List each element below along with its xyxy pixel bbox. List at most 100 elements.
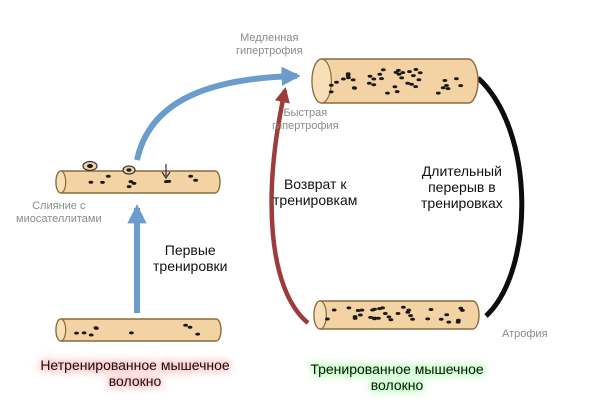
nucleus [386,315,392,319]
slow-hypertrophy-label: Медленная гипертрофия [236,32,303,57]
nucleus [334,80,339,84]
fiber-end [313,300,327,330]
nucleus [446,320,452,324]
nucleus [400,71,406,75]
nucleus [358,313,363,317]
nucleus [411,74,416,78]
nucleus [440,86,446,90]
fiber-body [55,318,222,342]
nucleus [345,72,351,76]
nucleus [81,331,87,335]
nucleus [346,306,352,310]
nucleus [94,326,99,330]
nucleus [401,305,406,309]
fiber-body [313,300,480,330]
nucleus [341,77,346,81]
nucleus [328,83,334,87]
trained-fiber-caption: Тренированное мышечное волокно [310,361,484,394]
nucleus [128,180,134,184]
nucleus [183,323,189,327]
nucleus [458,306,464,310]
nucleus [328,90,334,94]
nucleus [371,83,377,87]
nucleus [435,91,441,95]
nucleus [408,314,413,318]
nucleus [399,76,405,80]
nucleus [377,72,383,76]
nucleus [445,87,451,91]
nucleus [396,72,402,76]
nucleus [444,84,449,87]
nucleus [88,333,94,337]
nucleus [325,317,330,321]
atrophy-label: Атрофия [502,328,548,340]
satellite-cell-nucleus [87,164,93,168]
fusion-indicator-head [161,171,171,180]
nucleus [392,85,398,89]
nucleus [131,181,137,185]
nucleus [100,180,105,184]
nucleus [380,306,385,310]
nucleus [410,317,415,321]
nucleus [187,325,193,329]
nucleus [455,320,461,324]
nucleus [346,76,351,80]
nucleus [454,77,459,81]
nucleus [368,315,373,319]
satellite-cells [82,160,171,180]
fiber-body [55,170,221,194]
nucleus [351,86,357,90]
nucleus [409,82,414,86]
nucleus [355,309,361,312]
nucleus [195,332,201,336]
satellite-cell-nucleus [126,168,132,172]
nucleus [331,308,337,312]
trained-fiber [313,300,480,330]
nucleus [428,308,434,311]
nucleus [407,70,412,74]
nucleus [395,312,401,315]
nucleus [359,308,365,312]
nucleus [382,312,388,315]
fast-hypertrophy-label: Быстрая гипертрофия [272,107,339,132]
nucleus [352,316,358,320]
nucleus [405,310,411,314]
nucleus [126,185,132,189]
nucleus [367,74,373,78]
nucleus [164,180,169,184]
fiber-end [311,58,332,104]
first-trainings-label: Первые тренировки [153,242,228,275]
nucleus [74,331,79,335]
nucleus [188,174,194,178]
nucleus [394,90,400,94]
nucleus [388,318,394,322]
fiber-fusion [55,170,221,194]
fusion-label: Слияние с миосателлитами [16,200,102,225]
nucleus [413,68,419,71]
nucleus [366,81,372,85]
fiber-end [55,170,67,194]
long-break-arrow [476,76,525,318]
nucleus [371,77,377,81]
long-break-label: Длительный перерыв в тренировках [421,163,503,212]
nucleus [425,317,431,321]
nucleus [380,68,386,72]
return-to-training-arrow [269,87,310,325]
nucleus [105,174,111,178]
nucleus [438,317,444,321]
nucleus [193,178,199,182]
nucleus [385,91,390,95]
nucleus [444,313,450,317]
untrained-fiber [55,318,222,342]
slow-hypertrophy-arrow [134,66,301,161]
nucleus [458,84,464,88]
nucleus [370,308,375,312]
nucleus [129,331,134,335]
nucleus [372,316,378,320]
trained-fiber-hypertrophied [311,58,479,104]
return-to-training-label: Возврат к тренировкам [273,176,358,209]
nucleus [376,316,381,320]
nucleus [442,79,448,82]
nucleus [88,180,94,184]
